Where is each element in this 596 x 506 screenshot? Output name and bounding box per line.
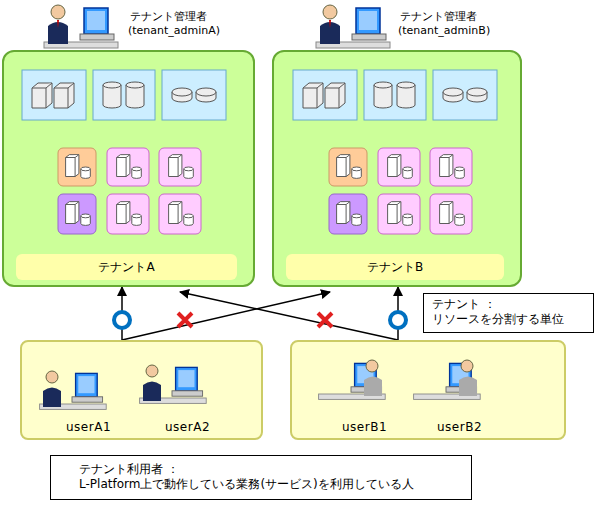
access-arrow [180, 292, 398, 340]
access-arrow [122, 292, 330, 340]
admin-id: (tenant_adminA) [128, 24, 220, 38]
note-box: テナント利用者 ：L-Platform上で動作している業務(サービス)を利用して… [50, 455, 472, 500]
user-name: userB1 [342, 420, 387, 435]
admin-role: テナント管理者 [130, 10, 207, 24]
user-name: userA1 [66, 420, 111, 435]
tenant-band: テナントA [16, 254, 237, 280]
user-group: userB1 userB2 [290, 340, 566, 440]
note-heading: テナント利用者 ： [79, 462, 443, 477]
admin-role: テナント管理者 [400, 10, 477, 24]
user-name: userB2 [437, 420, 482, 435]
user-name: userA2 [165, 420, 210, 435]
tenant-name: テナントB [286, 254, 504, 280]
note-body: L-Platform上で動作している業務(サービス)を利用している人 [79, 477, 443, 492]
tenant-band: テナントB [286, 254, 504, 280]
admin-id: (tenant_adminB) [398, 24, 490, 38]
note-body: リソースを分割する単位 [432, 312, 585, 327]
note-heading: テナント ： [432, 297, 585, 312]
tenant-name: テナントA [16, 254, 237, 280]
callout-box: テナント ：リソースを分割する単位 [423, 293, 594, 333]
